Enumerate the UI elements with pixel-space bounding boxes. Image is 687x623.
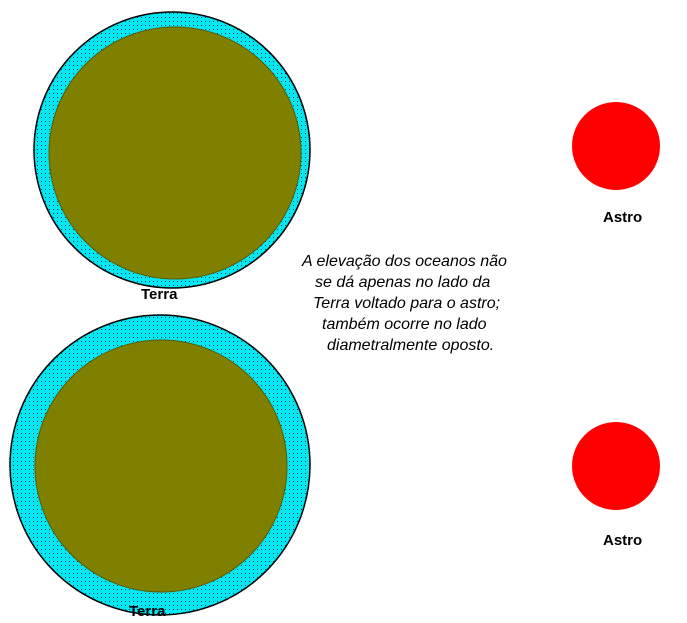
- astro-top: [572, 102, 660, 190]
- earth-bottom: [34, 339, 288, 593]
- earth-top: [48, 26, 302, 280]
- caption-line: A elevação dos oceanos não: [302, 253, 507, 270]
- astro-top-label: Astro: [603, 209, 643, 226]
- earth-top-label: Terra: [141, 286, 178, 303]
- caption-line: também ocorre no lado: [322, 316, 487, 333]
- earth-top-group: [33, 11, 311, 289]
- earth-bottom-group: [9, 314, 311, 616]
- caption-line: se dá apenas no lado da: [315, 274, 491, 291]
- astro-bottom: [572, 422, 660, 510]
- caption-line: Terra voltado para o astro;: [313, 295, 501, 312]
- earth-bottom-label: Terra: [129, 603, 166, 620]
- caption-line: diametralmente oposto.: [327, 337, 495, 354]
- astro-bottom-label: Astro: [603, 532, 643, 549]
- caption-text: A elevação dos oceanos não se dá apenas …: [300, 251, 600, 356]
